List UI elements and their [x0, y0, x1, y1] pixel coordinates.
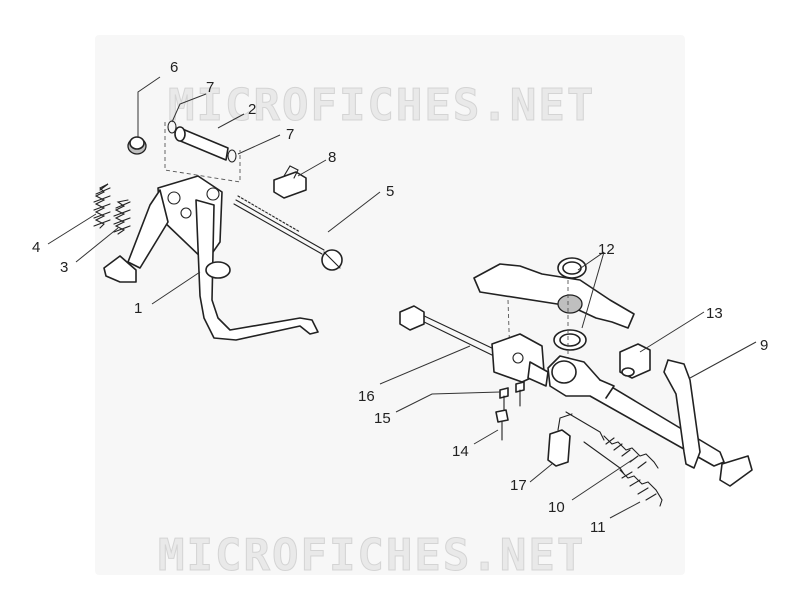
spring-part	[93, 183, 111, 229]
callout-17: 17	[510, 477, 527, 494]
switch-screw-part	[499, 381, 525, 413]
spring-part	[113, 199, 131, 235]
callout-4: 4	[32, 239, 40, 256]
callout-7b: 7	[286, 126, 294, 143]
callout-5: 5	[386, 183, 394, 200]
side-stand-assembly	[399, 257, 753, 507]
stand-bolt-part	[233, 195, 343, 271]
sensor-part	[547, 413, 573, 467]
callout-6: 6	[170, 59, 178, 76]
o-ring-inner	[559, 333, 581, 347]
bushing-part	[557, 294, 583, 314]
callout-13: 13	[706, 305, 723, 322]
pivot-pin-part	[174, 126, 229, 161]
circlip-part	[227, 149, 237, 163]
diagram-backdrop	[95, 35, 685, 575]
centre-stand-assembly	[93, 120, 343, 341]
o-ring-inner	[562, 261, 582, 275]
callout-3: 3	[60, 259, 68, 276]
callout-1: 1	[134, 300, 142, 317]
callout-7a: 7	[206, 79, 214, 96]
callout-11: 11	[590, 519, 606, 536]
callout-9: 9	[760, 337, 768, 354]
side-stand-part	[547, 355, 753, 487]
callout-2: 2	[248, 101, 256, 118]
callout-15: 15	[374, 410, 391, 427]
stand-switch-part	[399, 305, 549, 387]
callout-labels: 1 2 3 4 5 6 7 7 8 9 10 11 12 13 14 15 16…	[32, 59, 768, 536]
alignment-guide	[164, 122, 241, 183]
watermark-top: MICROFICHES.NET	[168, 80, 595, 131]
rubber-block-part	[619, 343, 651, 379]
callout-12: 12	[598, 241, 615, 258]
washer-part	[127, 136, 147, 155]
callout-14: 14	[452, 443, 469, 460]
callout-16: 16	[358, 388, 375, 405]
watermark-bottom: MICROFICHES.NET	[158, 530, 585, 581]
mount-bolt-part	[495, 409, 509, 441]
rubber-stop-part	[273, 165, 307, 199]
callout-10: 10	[548, 499, 565, 516]
leader-lines	[47, 76, 757, 519]
centre-stand-part	[103, 175, 319, 341]
callout-8: 8	[328, 149, 336, 166]
return-spring-part	[565, 411, 659, 469]
